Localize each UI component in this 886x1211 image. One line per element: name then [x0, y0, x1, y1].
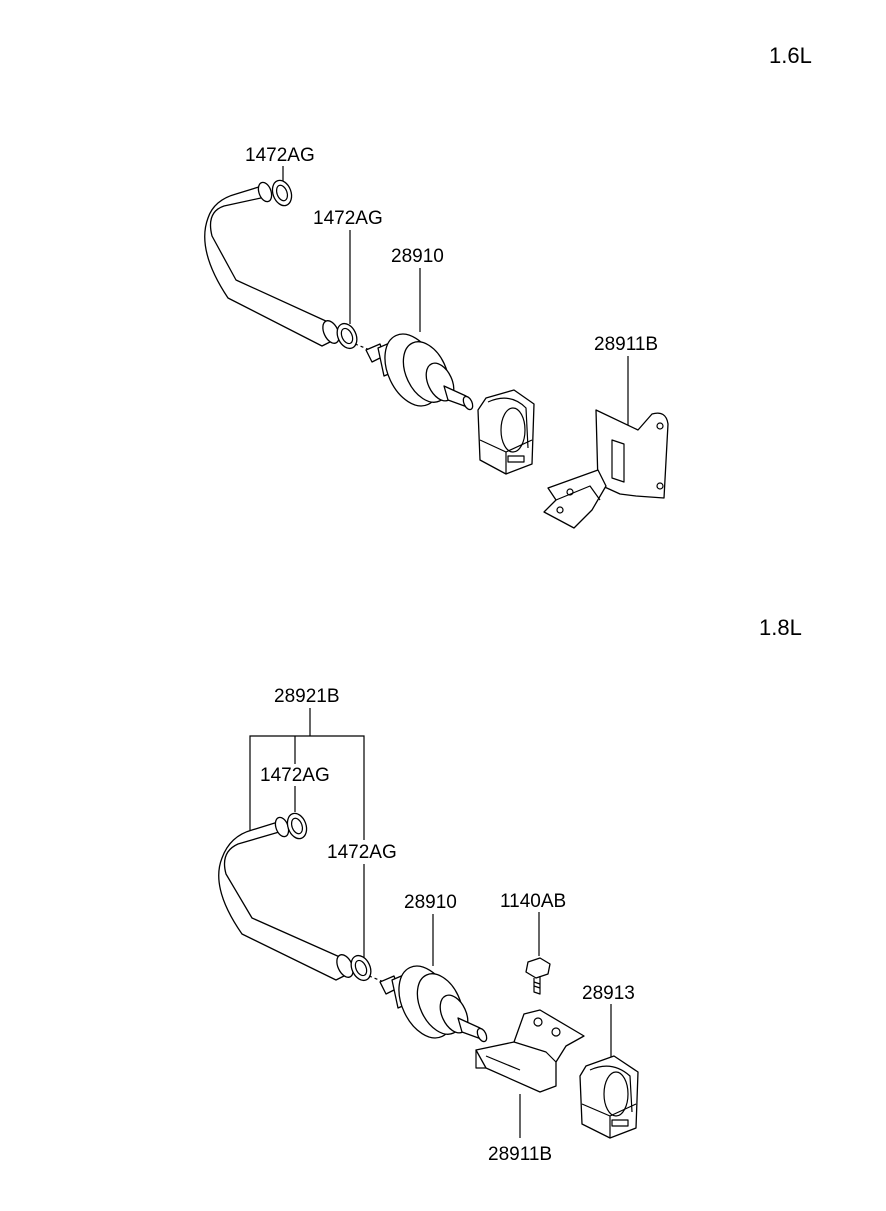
- hose-clamp-4: [350, 954, 372, 982]
- hose-clip-2: [579, 1055, 639, 1139]
- callout-28921b: 28921B: [274, 686, 340, 707]
- mounting-bracket-1: [543, 409, 669, 529]
- section-2-drawing: [218, 708, 639, 1139]
- leader-28921b-bracket: [249, 735, 365, 840]
- callout-28910: 28910: [391, 246, 444, 267]
- callout-28911b: 28911B: [594, 334, 659, 355]
- engine-label-1-8l: 1.8L: [759, 615, 802, 640]
- section-1-drawing: [204, 166, 669, 529]
- hose-clamp-3: [286, 812, 308, 840]
- vacuum-hose-1: [204, 181, 340, 347]
- purge-control-valve-1: [365, 333, 474, 411]
- callout-1472ag-upper-2: 1472AG: [260, 765, 330, 786]
- engine-label-1-6l: 1.6L: [769, 43, 812, 68]
- mounting-bracket-2: [475, 1009, 585, 1093]
- purge-control-valve-2: [379, 965, 488, 1043]
- vacuum-hose-2: [218, 816, 354, 981]
- bolt: [525, 957, 551, 995]
- hose-clip-1: [477, 389, 535, 475]
- callout-28910-2: 28910: [404, 892, 457, 913]
- hose-clamp-2: [336, 322, 358, 350]
- callout-28913: 28913: [582, 983, 635, 1004]
- callout-1472ag-upper: 1472AG: [245, 145, 315, 166]
- callout-1472ag-lower: 1472AG: [313, 208, 383, 229]
- callout-1140ab: 1140AB: [500, 891, 567, 912]
- hose-clamp-1: [271, 179, 293, 207]
- callout-28911b-2: 28911B: [488, 1144, 553, 1165]
- callout-1472ag-lower-2: 1472AG: [327, 842, 397, 863]
